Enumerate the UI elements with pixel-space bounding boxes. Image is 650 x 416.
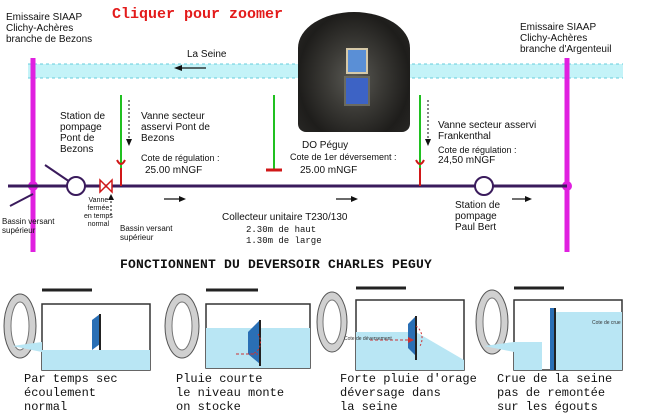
emissaire-left-label: Emissaire SIAAP Clichy-Achères branche d… bbox=[6, 12, 93, 45]
vanne-left-icon bbox=[116, 159, 126, 165]
vanne-fermee-label: Vanne fermée en temps normal bbox=[84, 197, 113, 228]
panel-flood-inner-label: Cote de crue bbox=[592, 320, 621, 326]
vanne-right-icon bbox=[415, 159, 425, 165]
pumping-station-right bbox=[474, 176, 494, 196]
cote-left-value: 25.00 mNGF bbox=[145, 165, 203, 176]
closed-valve-icon bbox=[99, 178, 113, 194]
dim-large-label: 1.30m de large bbox=[246, 236, 322, 246]
cote-deversement-label: Cote de 1er déversement : bbox=[290, 152, 397, 162]
emissaire-right-label: Emissaire SIAAP Clichy-Achères branche d… bbox=[520, 22, 612, 55]
vanne-right-label: Vanne secteur asservi Frankenthal bbox=[438, 120, 537, 142]
pumping-station-left bbox=[66, 176, 86, 196]
panel-dry-weather bbox=[3, 288, 151, 371]
dim-haut-label: 2.30m de haut bbox=[246, 225, 317, 235]
bassin-left-label: Bassin versant supérieur bbox=[2, 217, 55, 235]
photo-opening bbox=[346, 48, 368, 74]
bassin-mid-label: Bassin versant supérieur bbox=[120, 224, 173, 242]
vanne-left-label: Vanne secteur asservi Pont de Bezons bbox=[141, 111, 210, 144]
cote-deversement-value: 25.00 mNGF bbox=[300, 165, 358, 176]
sewer-photo[interactable] bbox=[298, 12, 410, 132]
panel-rain-caption: Pluie courte le niveau monte on stocke bbox=[176, 372, 285, 414]
do-peguy-label: DO Péguy bbox=[302, 140, 349, 151]
station-left-label: Station de pompage Pont de Bezons bbox=[60, 111, 106, 155]
cote-left-label: Cote de régulation : bbox=[141, 153, 220, 163]
panel-short-rain bbox=[164, 288, 311, 369]
collecteur-label: Collecteur unitaire T230/130 bbox=[222, 212, 348, 223]
panel-storm-caption: Forte pluie d'orage déversage dans la se… bbox=[340, 372, 477, 414]
zoom-link[interactable]: Cliquer pour zoomer bbox=[112, 6, 284, 23]
station-right-label: Station de pompage Paul Bert bbox=[455, 200, 501, 233]
cote-right-value: 24,50 mNGF bbox=[438, 155, 496, 166]
panel-flood-caption: Crue de la seine pas de remontée sur les… bbox=[497, 372, 613, 414]
panel-flood bbox=[475, 286, 623, 371]
cote-right-label: Cote de régulation : bbox=[438, 145, 517, 155]
seine-label: La Seine bbox=[187, 49, 227, 60]
section-title: FONCTIONNENT DU DEVERSOIR CHARLES PEGUY bbox=[120, 257, 433, 272]
panel-storm-inner-label: Cote de déversement bbox=[344, 336, 392, 342]
panel-dry-caption: Par temps sec écoulement normal bbox=[24, 372, 118, 414]
panel-storm bbox=[316, 286, 465, 371]
